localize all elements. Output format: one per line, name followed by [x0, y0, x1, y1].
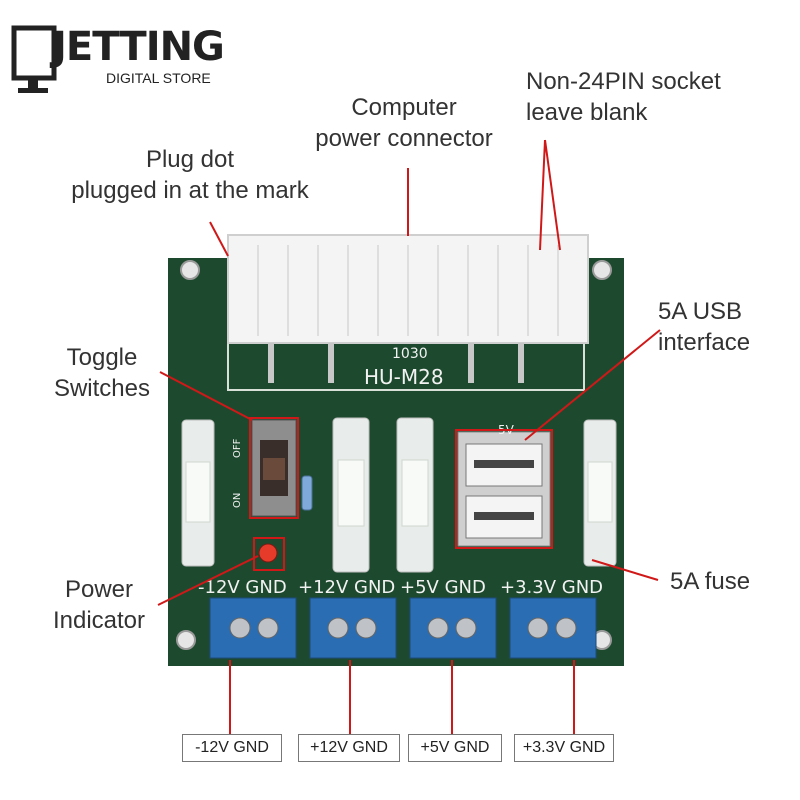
terminal-blocks [209, 597, 597, 659]
svg-text:+12V GND: +12V GND [298, 577, 395, 598]
switch-on-label: ON [232, 493, 243, 508]
rail-label-plus5: +5V GND [408, 734, 502, 762]
fuse-plus12 [332, 417, 370, 573]
terminal-plus5 [409, 597, 497, 659]
svg-text:+5V GND: +5V GND [400, 577, 486, 598]
rail-label-plus33: +3.3V GND [514, 734, 614, 762]
toggle-switch [251, 419, 297, 517]
fuse-plus5 [396, 417, 434, 573]
brand-name: JETTING [52, 24, 225, 70]
terminal-plus33 [509, 597, 597, 659]
rail-label-plus12: +12V GND [298, 734, 400, 762]
brand-logo: JETTING DIGITAL STORE [10, 18, 230, 98]
label-non24pin: Non-24PIN socket leave blank [526, 68, 721, 126]
svg-text:+3.3V GND: +3.3V GND [500, 577, 603, 598]
model-name: HU-M28 [364, 365, 444, 389]
label-toggle-switches: Toggle Switches [53, 344, 151, 402]
callout-lines [157, 139, 661, 734]
svg-text:-12V GND: -12V GND [198, 577, 287, 598]
label-computer-power: Computer power connector [315, 94, 493, 152]
power-led [258, 543, 278, 563]
label-usb: 5A USB interface [658, 298, 751, 356]
fuse-left [181, 419, 215, 567]
monitor-logo-icon [11, 25, 57, 93]
terminal-minus12 [209, 597, 297, 659]
label-plug-dot: Plug dot plugged in at the mark [71, 146, 309, 204]
model-number: 1030 [392, 346, 428, 362]
switch-off-label: OFF [232, 438, 243, 458]
fuse-plus33 [583, 419, 617, 567]
label-power-indicator: Power Indicator [52, 576, 146, 634]
brand-subtitle: DIGITAL STORE [106, 70, 211, 86]
usb-ports [457, 431, 551, 547]
label-fuse: 5A fuse [670, 568, 751, 595]
rail-label-minus12: -12V GND [182, 734, 282, 762]
terminal-plus12 [309, 597, 397, 659]
resistor [301, 475, 313, 511]
rail-silkscreen: -12V GND +12V GND +5V GND +3.3V GND [198, 577, 603, 598]
